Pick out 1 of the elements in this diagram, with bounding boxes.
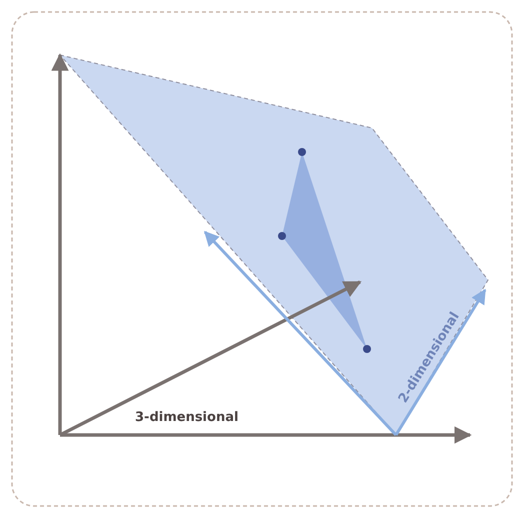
axis-label: 3-dimensional xyxy=(135,410,238,426)
